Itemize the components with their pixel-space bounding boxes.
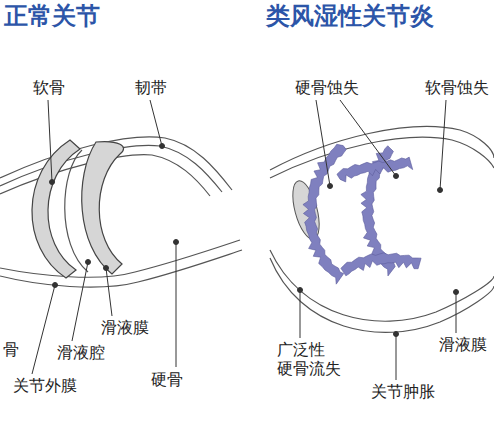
swollen-capsule [270,250,494,321]
part-label: 硬骨蚀失 [294,78,360,97]
normal-joint [0,137,242,287]
part-label: 关节外膜 [12,376,78,395]
part-label: 滑液膜 [438,335,488,354]
erosion-pannus [303,144,421,284]
erosion-band [341,253,421,276]
part-label: 韧带 [134,78,168,97]
part-label: 软骨蚀失 [424,78,490,97]
erosion-band [303,144,346,284]
cartilage [82,142,124,274]
part-label: 骨 [2,340,20,359]
part-label: 硬骨 [150,370,184,389]
part-label: 滑液膜 [100,318,150,337]
part-label: 滑液腔 [56,343,106,362]
leader-lines [32,100,459,380]
part-label: 软骨 [32,78,66,97]
part-label: 关节肿胀 [370,382,436,401]
erosion-band [337,157,413,182]
capsule-line [0,240,240,277]
diagram-title: 类风湿性关节炎 [266,2,434,31]
part-label: 广泛性 硬骨流失 [276,340,345,378]
cartilage [32,140,80,278]
diagram-title: 正常关节 [4,2,100,31]
capsule-line [0,250,242,287]
